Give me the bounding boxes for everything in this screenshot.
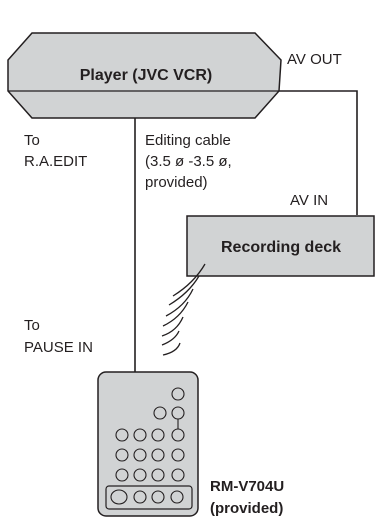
to-pause-in-label-2: PAUSE IN — [24, 339, 93, 356]
remote-note-label: (provided) — [210, 500, 283, 517]
infrared-signal-waves — [161, 263, 206, 356]
to-ra-edit-label-1: To — [24, 132, 40, 149]
av-in-label: AV IN — [290, 192, 328, 209]
editing-cable-label-1: Editing cable — [145, 132, 231, 149]
to-ra-edit-label-2: R.A.EDIT — [24, 153, 87, 170]
remote-buttons — [110, 387, 185, 505]
editing-cable-label-3: provided) — [145, 174, 208, 191]
recording-deck-box — [186, 215, 375, 277]
av-cable — [279, 90, 358, 215]
to-pause-in-label-1: To — [24, 317, 40, 334]
remote-control — [97, 371, 199, 517]
player-vcr-box — [7, 32, 282, 119]
remote-model-label: RM-V704U — [210, 478, 284, 495]
editing-cable-label-2: (3.5 ø -3.5 ø, — [145, 153, 232, 170]
remote-bottom-panel — [105, 485, 193, 510]
recording-deck-label: Recording deck — [221, 239, 341, 256]
player-vcr-label: Player (JVC VCR) — [80, 67, 213, 84]
av-out-label: AV OUT — [287, 51, 342, 68]
